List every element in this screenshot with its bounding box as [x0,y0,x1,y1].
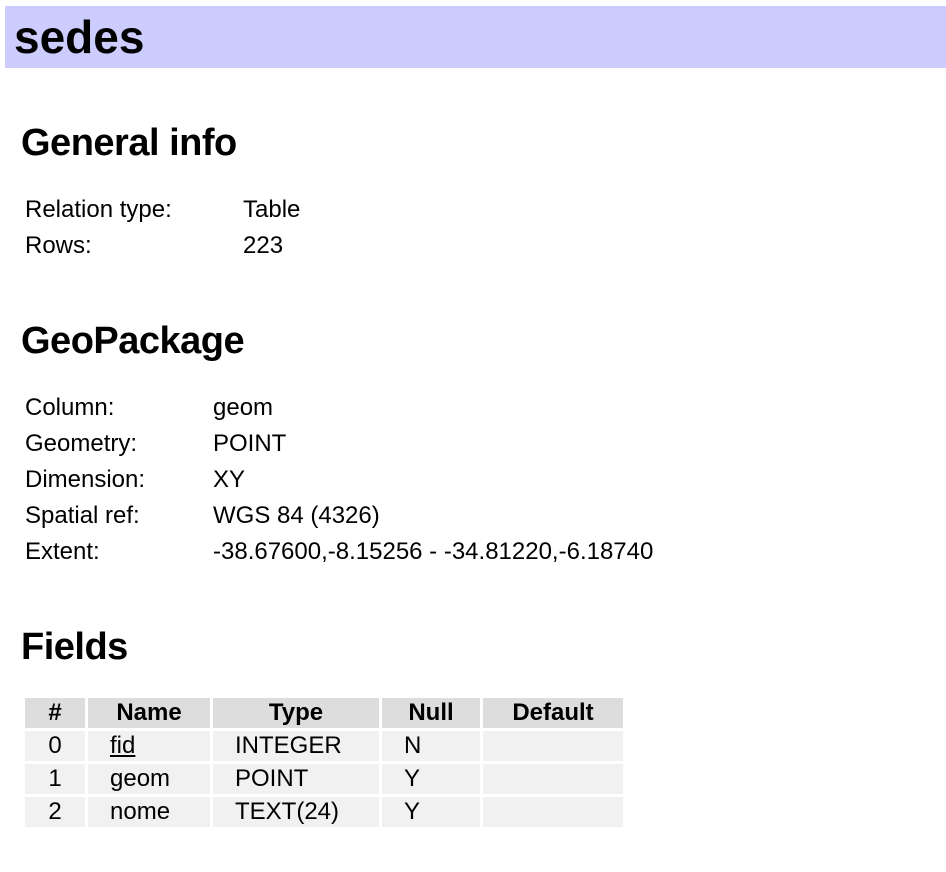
general-info-value: Table [243,196,301,223]
field-default [483,764,623,794]
geopackage-row: Dimension: XY [25,462,653,498]
general-info-value: 223 [243,232,284,259]
geopackage-list: Column: geom Geometry: POINT Dimension: … [25,390,653,570]
geopackage-value: -38.67600,-8.15256 - -34.81220,-6.18740 [213,538,654,565]
general-info-row: Relation type: Table [25,192,300,228]
geopackage-row: Column: geom [25,390,653,426]
geopackage-key: Column: [25,394,115,421]
general-info-row: Rows: 223 [25,228,300,264]
field-type: INTEGER [213,731,379,761]
geopackage-key: Geometry: [25,430,138,457]
field-name: geom [88,764,210,794]
field-null: Y [382,797,480,827]
field-type: POINT [213,764,379,794]
primary-key-field-name: fid [110,732,136,759]
field-default [483,731,623,761]
general-info-heading: General info [21,122,237,164]
title-bar: sedes [5,6,946,68]
general-info-key: Relation type: [25,196,172,223]
field-default [483,797,623,827]
field-number: 0 [25,731,85,761]
geopackage-row: Spatial ref: WGS 84 (4326) [25,498,653,534]
field-null: Y [382,764,480,794]
column-header-number: # [25,698,85,728]
fields-table: # Name Type Null Default 0 fid INTEGER N… [22,695,626,830]
table-row: 2 nome TEXT(24) Y [25,797,623,827]
column-header-name: Name [88,698,210,728]
field-type: TEXT(24) [213,797,379,827]
field-number: 1 [25,764,85,794]
field-name: nome [88,797,210,827]
geopackage-key: Extent: [25,538,100,565]
field-number: 2 [25,797,85,827]
column-header-null: Null [382,698,480,728]
geopackage-value: XY [213,466,246,493]
table-row: 1 geom POINT Y [25,764,623,794]
geopackage-key: Spatial ref: [25,502,140,529]
column-header-type: Type [213,698,379,728]
field-null: N [382,731,480,761]
geopackage-value: WGS 84 (4326) [213,502,380,529]
geopackage-row: Extent: -38.67600,-8.15256 - -34.81220,-… [25,534,653,570]
general-info-list: Relation type: Table Rows: 223 [25,192,300,264]
page-title: sedes [14,11,145,63]
column-header-default: Default [483,698,623,728]
table-header-row: # Name Type Null Default [25,698,623,728]
geopackage-value: geom [213,394,274,421]
field-name: fid [88,731,210,761]
general-info-key: Rows: [25,232,92,259]
geopackage-value: POINT [213,430,287,457]
geopackage-row: Geometry: POINT [25,426,653,462]
geopackage-heading: GeoPackage [21,320,245,362]
geopackage-key: Dimension: [25,466,146,493]
table-row: 0 fid INTEGER N [25,731,623,761]
fields-heading: Fields [21,626,128,668]
